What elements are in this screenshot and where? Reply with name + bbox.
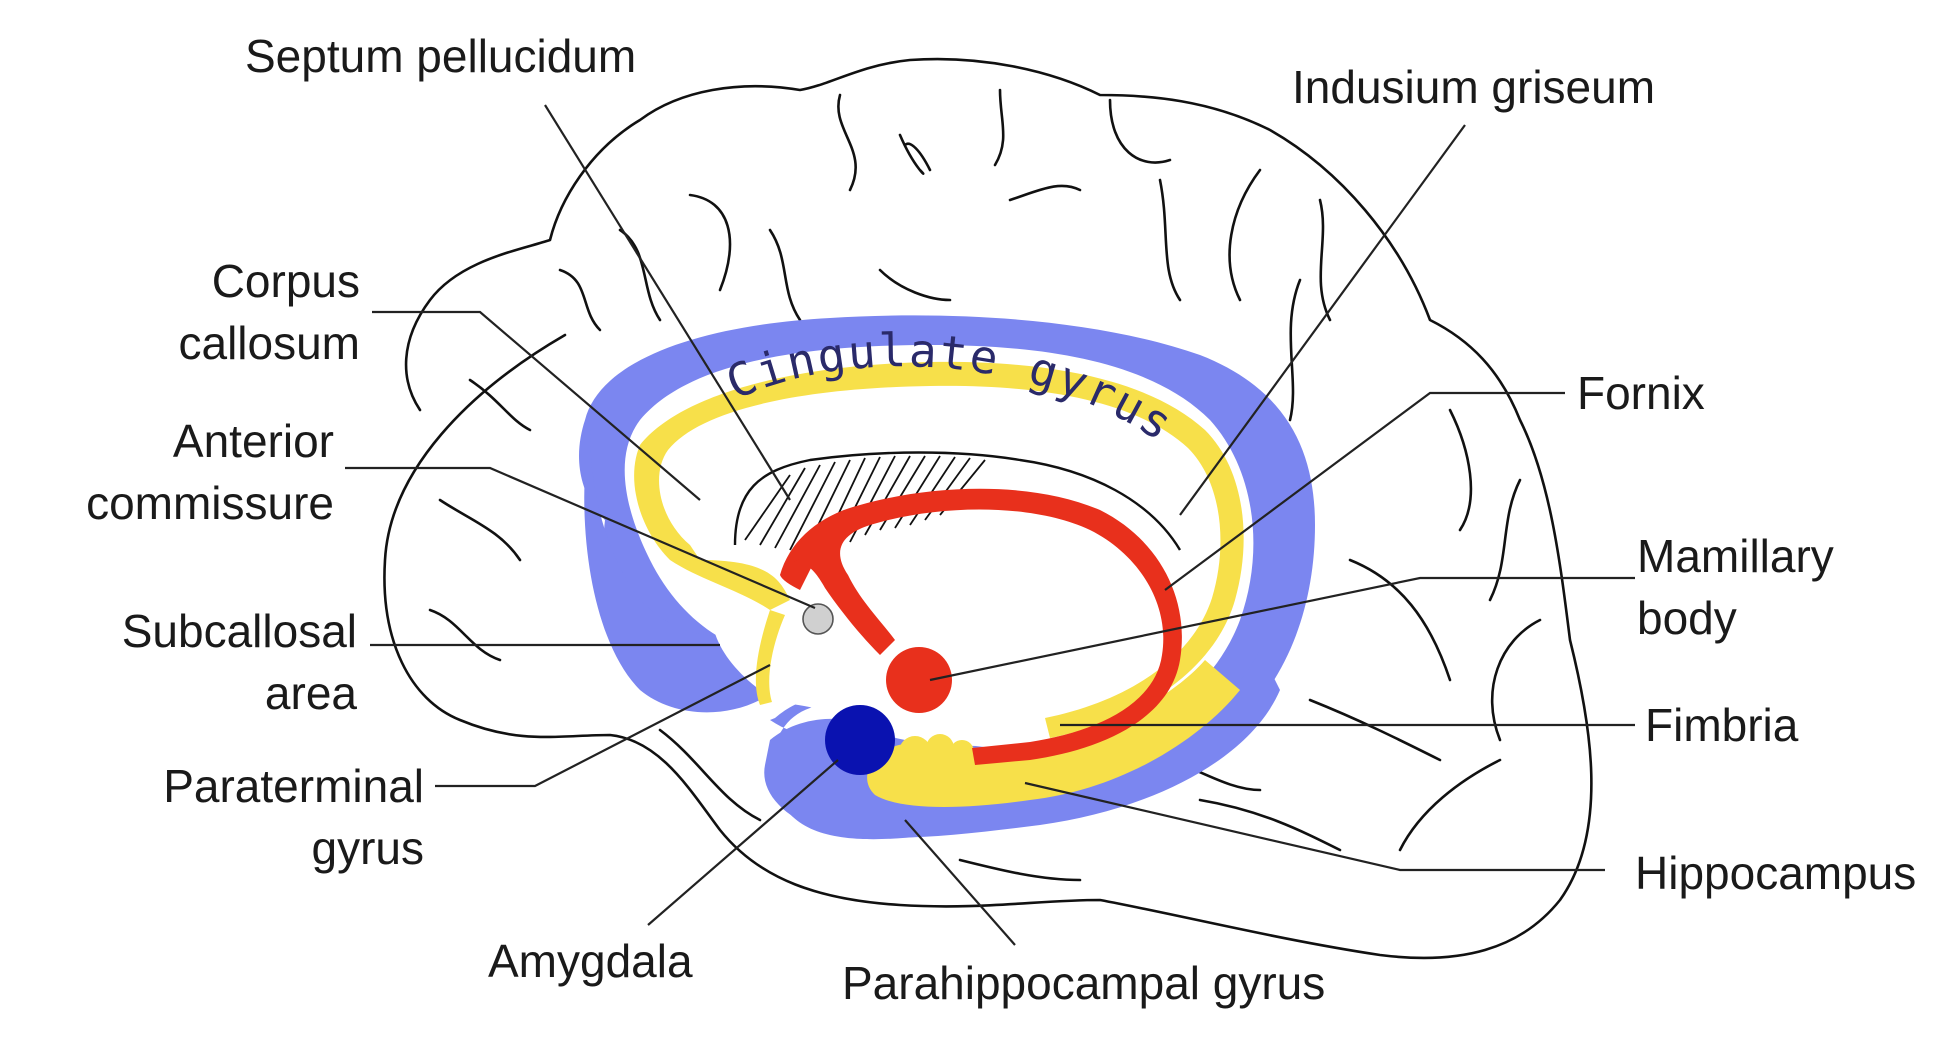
cingulate-gyrus bbox=[579, 315, 1315, 840]
brain-outline bbox=[383, 57, 1593, 960]
fornix-front bbox=[780, 558, 815, 590]
subcallosal-area-region bbox=[584, 430, 760, 713]
label-corpus-callosum: Corpus callosum bbox=[178, 255, 360, 369]
label-paraterminal-gyrus: Paraterminal gyrus bbox=[163, 760, 424, 874]
label-septum-pellucidum: Septum pellucidum bbox=[245, 30, 637, 82]
label-fimbria: Fimbria bbox=[1645, 699, 1799, 751]
label-anterior-commissure: Anterior commissure bbox=[86, 415, 334, 529]
label-parahippocampal-gyrus: Parahippocampal gyrus bbox=[842, 957, 1326, 1009]
hippocampus-bumps bbox=[899, 734, 974, 768]
label-indusium-griseum: Indusium griseum bbox=[1292, 61, 1656, 113]
label-amygdala: Amygdala bbox=[488, 935, 693, 987]
fornix bbox=[780, 488, 1182, 765]
label-fornix: Fornix bbox=[1577, 367, 1705, 419]
inner-space bbox=[641, 355, 1247, 746]
label-hippocampus: Hippocampus bbox=[1635, 847, 1917, 899]
leader-lines bbox=[345, 104, 1635, 946]
hippocampus bbox=[867, 660, 1240, 807]
label-subcallosal-area: Subcallosal area bbox=[121, 605, 357, 719]
amygdala bbox=[825, 705, 895, 775]
paraterminal-gyrus-strip bbox=[755, 610, 785, 705]
mamillary-body bbox=[886, 647, 952, 713]
anterior-commissure bbox=[802, 603, 834, 635]
label-mamillary-body: Mamillary body bbox=[1637, 530, 1834, 644]
septum-pellucidum bbox=[733, 451, 1182, 554]
